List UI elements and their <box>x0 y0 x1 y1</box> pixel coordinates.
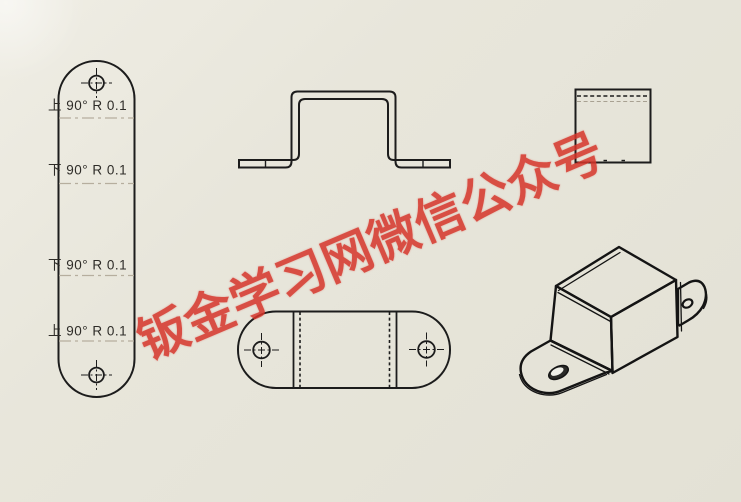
bend-note-1[interactable]: 上 90° R 0.1 <box>48 98 127 113</box>
side-view-outline <box>574 88 652 164</box>
iso-right-hole <box>681 298 694 309</box>
bend-note-2[interactable]: 下 90° R 0.1 <box>48 163 127 178</box>
hole-bottom <box>88 366 105 384</box>
iso-bottom-bend-line <box>550 344 610 375</box>
bend-note-4[interactable]: 上 90° R 0.1 <box>48 324 127 339</box>
view-side-square[interactable] <box>574 88 652 164</box>
hat-profile-outline <box>238 90 451 169</box>
iso-top-face <box>554 245 678 319</box>
iso-inner-right-wall <box>609 278 679 375</box>
iso-right-flange <box>676 279 708 327</box>
view-isometric[interactable] <box>518 245 708 396</box>
iso-left-flange <box>519 339 614 395</box>
view-flat-pattern-left[interactable]: 上 90° R 0.1 下 90° R 0.1 下 90° R 0.1 上 90… <box>48 60 136 398</box>
top-view-outline <box>237 310 451 389</box>
bend-note-3[interactable]: 下 90° R 0.1 <box>48 258 127 273</box>
iso-top-bend-line <box>557 291 613 323</box>
iso-right-flange-thickness <box>702 290 708 310</box>
iso-left-flange-thickness <box>518 373 608 396</box>
iso-top-thickness-edge <box>557 251 621 292</box>
iso-front-wall <box>549 284 614 373</box>
iso-right-wall-thickness <box>679 281 683 332</box>
iso-left-hole-inner <box>550 367 564 376</box>
flat-pattern-outline <box>57 60 136 398</box>
view-front-profile[interactable] <box>238 90 451 169</box>
hole-top <box>88 74 105 92</box>
view-flat-pattern-top[interactable] <box>237 310 451 389</box>
